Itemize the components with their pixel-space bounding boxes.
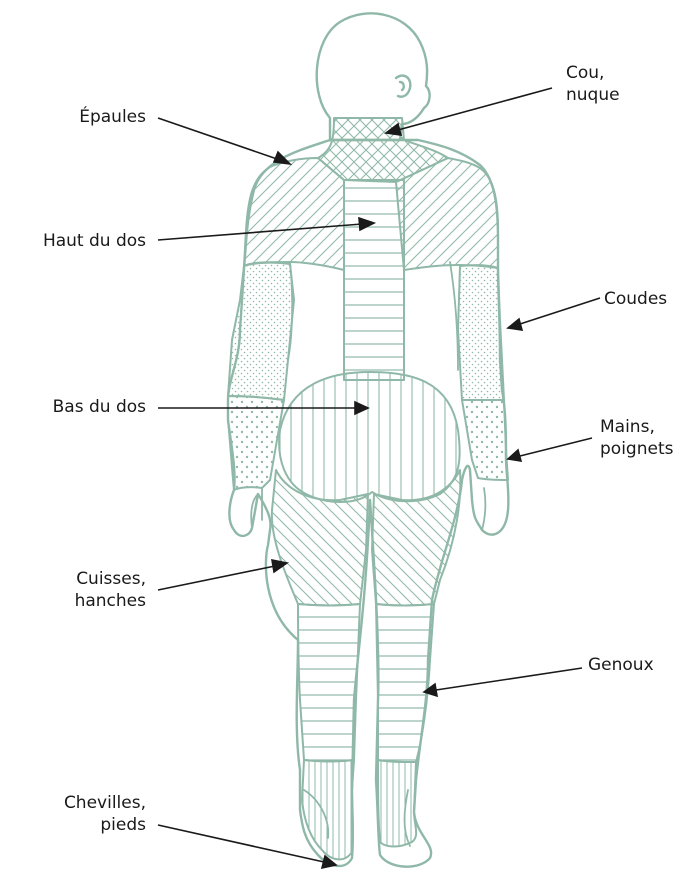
arrow-genoux <box>424 668 582 696</box>
region-coudes-left <box>228 263 294 400</box>
region-haut-dos-right <box>396 158 498 270</box>
label-cou-line2: nuque <box>566 84 620 106</box>
label-chevilles-line1: Chevilles, <box>64 792 146 814</box>
label-haut-du-dos: Haut du dos <box>43 230 146 252</box>
label-bas-du-dos-text: Bas du dos <box>53 396 146 418</box>
label-cuisses-line1: Cuisses, <box>75 568 146 590</box>
label-epaules-text: Épaules <box>79 106 146 128</box>
label-mains-line2: poignets <box>600 438 673 460</box>
label-mains-poignets: Mains, poignets <box>600 416 673 460</box>
label-coudes: Coudes <box>604 288 667 310</box>
label-coudes-text: Coudes <box>604 288 667 310</box>
region-chevilles-right <box>378 760 416 847</box>
region-coudes-right <box>458 265 504 400</box>
label-chevilles-line2: pieds <box>64 814 146 836</box>
region-genoux-right <box>376 604 434 762</box>
region-genoux-left <box>298 604 360 762</box>
label-genoux-text: Genoux <box>588 654 654 676</box>
label-mains-line1: Mains, <box>600 416 673 438</box>
arrow-mains <box>508 438 592 461</box>
label-cuisses-line2: hanches <box>75 590 146 612</box>
label-genoux: Genoux <box>588 654 654 676</box>
label-chevilles-pieds: Chevilles, pieds <box>64 792 146 836</box>
arrow-epaules <box>158 118 290 164</box>
label-cuisses-hanches: Cuisses, hanches <box>75 568 146 612</box>
arrow-cou <box>386 88 552 135</box>
region-haut-dos-spine <box>344 180 404 380</box>
region-haut-dos-left <box>244 158 344 270</box>
label-epaules: Épaules <box>79 106 146 128</box>
region-bas-dos <box>279 372 460 502</box>
label-bas-du-dos: Bas du dos <box>53 396 146 418</box>
arrow-coudes <box>508 298 600 330</box>
label-cou-line1: Cou, <box>566 62 620 84</box>
label-haut-du-dos-text: Haut du dos <box>43 230 146 252</box>
label-cou-nuque: Cou, nuque <box>566 62 620 106</box>
